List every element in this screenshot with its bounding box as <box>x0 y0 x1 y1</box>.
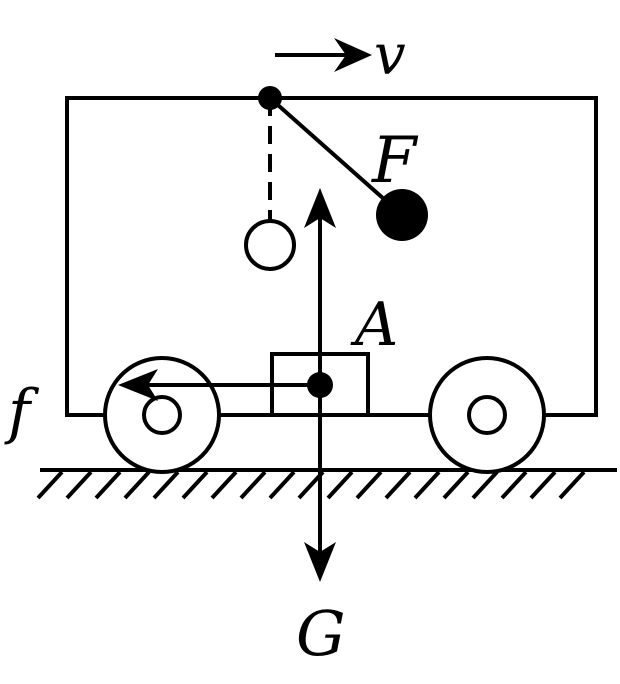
ground-hatch-line <box>471 470 499 500</box>
ground-hatch-line <box>413 470 441 500</box>
force-F-label: F <box>371 124 419 198</box>
gravity-label: G <box>296 597 346 670</box>
ground-hatch-line <box>355 470 383 500</box>
ground-hatch-line <box>326 470 354 500</box>
ground <box>36 468 617 500</box>
normal-force-arrowhead <box>304 188 336 228</box>
ground-hatch-line <box>529 470 557 500</box>
ground-hatch-line <box>65 470 93 500</box>
ground-hatch-line <box>500 470 528 500</box>
rest-ball <box>244 219 296 271</box>
gravity-arrowhead <box>304 542 336 582</box>
pendulum-ball <box>376 189 428 241</box>
force-origin-point <box>307 372 333 398</box>
right-wheel <box>428 356 546 474</box>
ground-hatch-line <box>384 470 412 500</box>
friction-label: f <box>4 377 40 447</box>
ground-hatch-line <box>558 470 586 500</box>
ground-hatch-line <box>152 470 180 500</box>
ground-hatch-line <box>123 470 151 500</box>
ground-hatch-line <box>268 470 296 500</box>
pendulum-string <box>268 96 404 217</box>
ground-hatch-line <box>94 470 122 500</box>
pivot-point <box>258 86 282 110</box>
friction-arrowhead <box>118 369 158 401</box>
velocity-arrow <box>275 38 372 72</box>
ground-hatch-line <box>239 470 267 500</box>
ground-hatch-line <box>36 470 64 500</box>
block-A-label: A <box>350 290 398 360</box>
ground-hatch-line <box>210 470 238 500</box>
velocity-label: v <box>374 23 406 88</box>
left-wheel <box>103 356 221 474</box>
ground-hatch-line <box>181 470 209 500</box>
ground-hatch-line <box>442 470 470 500</box>
